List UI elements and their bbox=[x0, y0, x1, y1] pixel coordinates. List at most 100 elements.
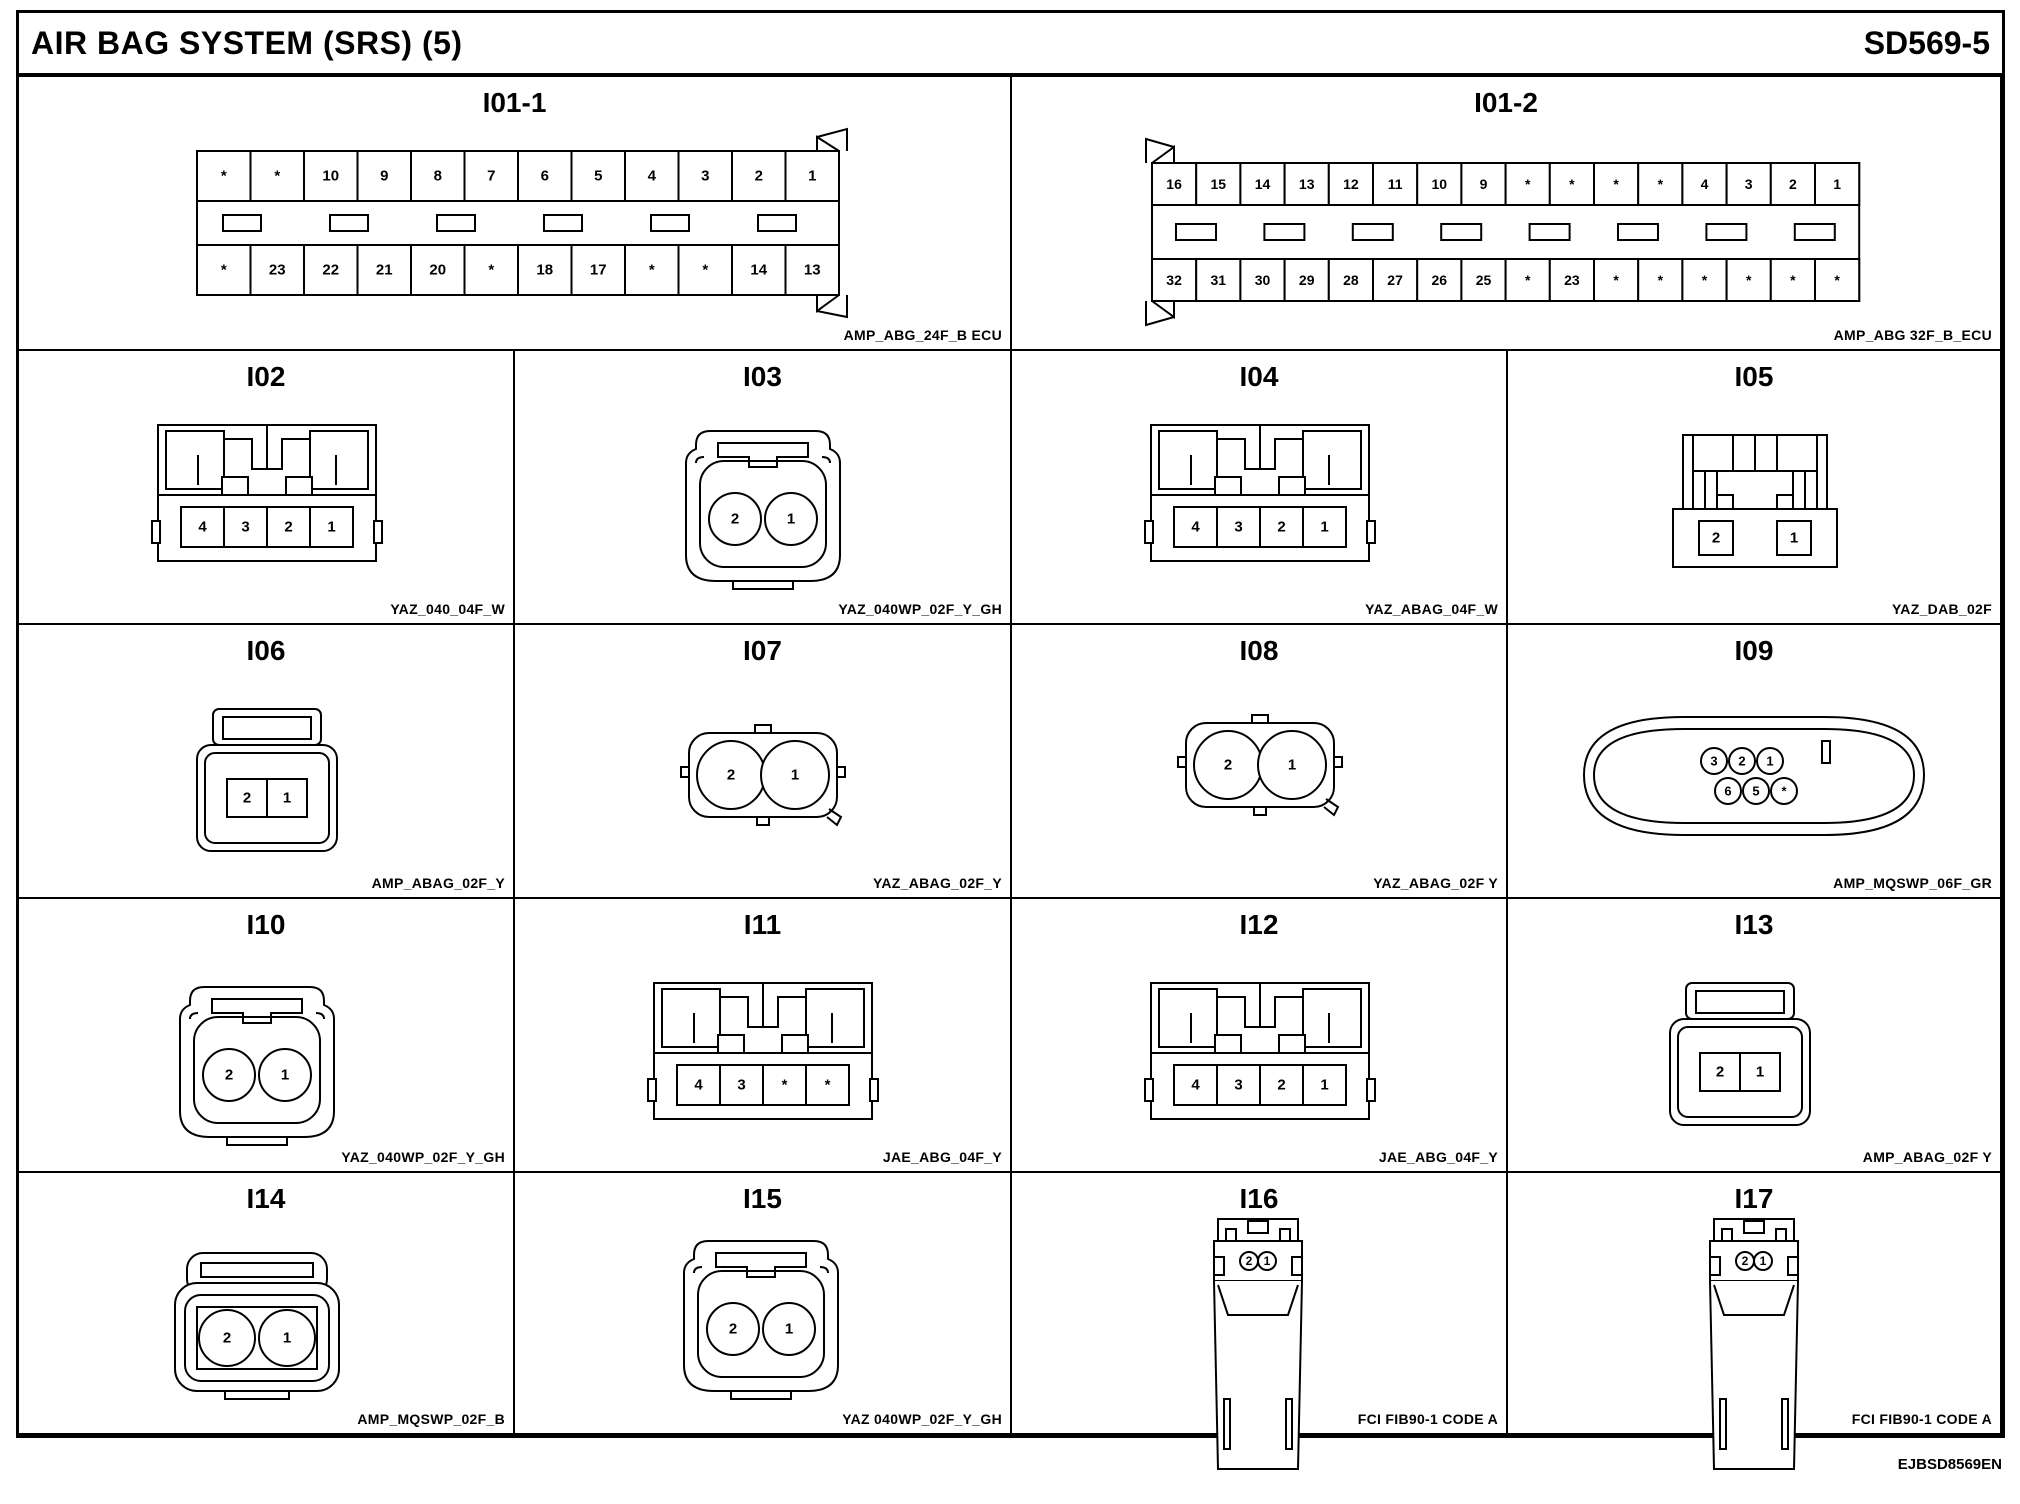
pin-label: * bbox=[1569, 176, 1575, 192]
pin-label: * bbox=[1658, 176, 1664, 192]
connector-id: I11 bbox=[743, 909, 782, 940]
pin: 32 bbox=[1151, 258, 1198, 302]
pin: 7 bbox=[463, 150, 519, 202]
pin: 10 bbox=[303, 150, 359, 202]
pin-label: 2 bbox=[1277, 519, 1285, 536]
pin: 5 bbox=[570, 150, 626, 202]
diagram-sheet: AIR BAG SYSTEM (SRS) (5) SD569-5 I01-1**… bbox=[16, 10, 2005, 1470]
pin: 4 bbox=[180, 506, 225, 548]
pin-label: * bbox=[1613, 176, 1619, 192]
pin: 2 bbox=[731, 150, 787, 202]
pin: 9 bbox=[1460, 162, 1507, 206]
pin-label: 10 bbox=[322, 168, 339, 185]
pin: 3 bbox=[1216, 506, 1261, 548]
pin-label: 1 bbox=[1756, 1064, 1764, 1081]
pin-label: 22 bbox=[322, 262, 339, 279]
connector-id: I05 bbox=[1734, 361, 1774, 392]
pin: 4 bbox=[1173, 1064, 1218, 1106]
pin-label: 2 bbox=[284, 519, 292, 536]
pin-label: * bbox=[1702, 272, 1708, 288]
connector-part-code: YAZ_ABAG_02F_Y bbox=[873, 875, 1002, 891]
pin-label: 3 bbox=[737, 1077, 745, 1094]
pin-label: 1 bbox=[281, 1067, 289, 1084]
pin-label: * bbox=[649, 262, 655, 279]
pin: 2 bbox=[708, 492, 762, 546]
pin-label: 7 bbox=[487, 168, 495, 185]
pin-label: 17 bbox=[590, 262, 607, 279]
pin: 15 bbox=[1195, 162, 1242, 206]
connector-id: I17 bbox=[1734, 1183, 1774, 1214]
pin: 16 bbox=[1151, 162, 1198, 206]
pin-label: 25 bbox=[1476, 272, 1492, 288]
pin-label: 23 bbox=[1564, 272, 1580, 288]
pin: * bbox=[196, 150, 252, 202]
pin: * bbox=[1814, 258, 1861, 302]
pin: 17 bbox=[570, 244, 626, 296]
connector-part-code: JAE_ABG_04F_Y bbox=[882, 1149, 1002, 1165]
connector-part-code: YAZ_040WP_02F_Y_GH bbox=[341, 1149, 505, 1165]
pin-label: 2 bbox=[729, 1321, 737, 1338]
pin-label: 1 bbox=[1833, 176, 1841, 192]
pin: 2 bbox=[1698, 520, 1734, 556]
connector-id: I09 bbox=[1734, 635, 1774, 666]
connector-part-code: AMP_MQSWP_02F_B bbox=[357, 1411, 505, 1427]
pin-label: 1 bbox=[1264, 1254, 1271, 1268]
connector-id: I08 bbox=[1239, 635, 1279, 666]
pin: 1 bbox=[762, 1302, 816, 1356]
pin-label: 4 bbox=[694, 1077, 703, 1094]
pin-label: * bbox=[1525, 272, 1531, 288]
pin-label: * bbox=[1781, 784, 1787, 799]
pin: 23 bbox=[1548, 258, 1595, 302]
pin-label: 28 bbox=[1343, 272, 1359, 288]
connector-id: I03 bbox=[743, 361, 782, 392]
pin: * bbox=[1593, 258, 1640, 302]
pin-label: 13 bbox=[1299, 176, 1315, 192]
pin: 14 bbox=[731, 244, 787, 296]
pin: 1 bbox=[1302, 506, 1347, 548]
footer-code: EJBSD8569EN bbox=[1897, 1456, 2002, 1473]
pin-label: * bbox=[1525, 176, 1531, 192]
pin: 1 bbox=[1257, 1251, 1277, 1271]
page-code: SD569-5 bbox=[1863, 25, 1990, 61]
pin-label: 32 bbox=[1166, 272, 1182, 288]
pin-label: 2 bbox=[1712, 530, 1720, 547]
pin: * bbox=[1637, 162, 1684, 206]
pin-label: 2 bbox=[1277, 1077, 1285, 1094]
pin: 14 bbox=[1239, 162, 1286, 206]
pin: 2 bbox=[1259, 506, 1304, 548]
pin-label: 16 bbox=[1166, 176, 1182, 192]
pin: 1 bbox=[760, 740, 830, 810]
pin-label: 27 bbox=[1387, 272, 1403, 288]
pin-label: * bbox=[702, 262, 708, 279]
pin: * bbox=[1504, 258, 1551, 302]
pin-label: 1 bbox=[1320, 519, 1328, 536]
pin-label: 29 bbox=[1299, 272, 1315, 288]
pin-label: 5 bbox=[1752, 784, 1759, 799]
pin-label: 2 bbox=[1738, 754, 1745, 769]
pin-label: * bbox=[1613, 272, 1619, 288]
pin: 3 bbox=[1700, 747, 1728, 775]
pin-label: 1 bbox=[1790, 530, 1798, 547]
pin-label: 2 bbox=[1716, 1064, 1724, 1081]
connector-part-code: YAZ_ABAG_04F_W bbox=[1365, 601, 1498, 617]
pin: 26 bbox=[1416, 258, 1463, 302]
pin: 11 bbox=[1372, 162, 1419, 206]
pin: 21 bbox=[356, 244, 412, 296]
pin-label: 2 bbox=[1246, 1254, 1253, 1268]
pin: 1 bbox=[266, 778, 308, 818]
pin-label: 6 bbox=[1724, 784, 1731, 799]
pin-label: * bbox=[782, 1077, 788, 1094]
